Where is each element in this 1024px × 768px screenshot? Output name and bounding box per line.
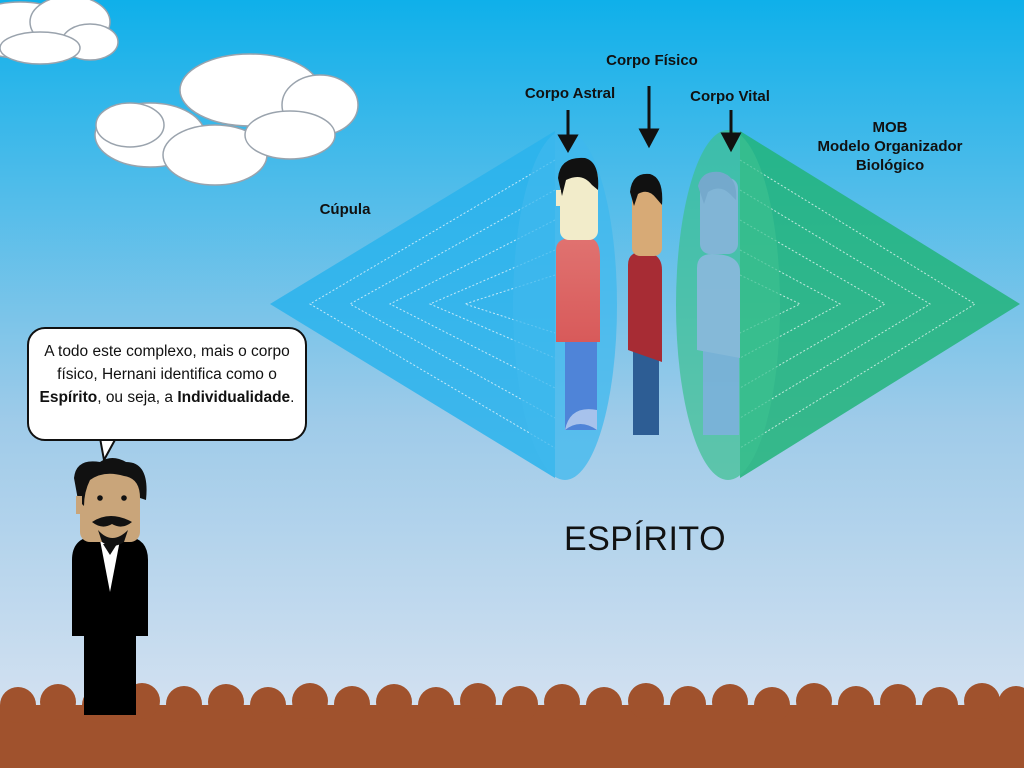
label-corpo-vital: Corpo Vital: [690, 88, 770, 105]
speech-bold-individualidade: Individualidade: [177, 389, 291, 406]
cloud-top-left: [0, 0, 119, 65]
ground: [0, 683, 1024, 768]
label-cupula: Cúpula: [319, 201, 371, 218]
label-mob: MOB Modelo Organizador Biológico: [796, 118, 984, 175]
vital-body-figure: [697, 171, 740, 435]
speech-text-part1: A todo este complexo, mais o corpo físic…: [44, 343, 290, 383]
label-mob-acronym: MOB: [872, 119, 908, 136]
arrow-corpo-vital: [720, 110, 742, 153]
arrow-corpo-astral: [557, 110, 579, 154]
cloud-left: [94, 53, 359, 186]
astral-body-figure: [556, 157, 600, 430]
cupula-shape: [270, 131, 556, 478]
speech-bubble: A todo este complexo, mais o corpo físic…: [27, 327, 307, 441]
speech-text-part2: , ou seja, a: [97, 389, 178, 406]
label-corpo-fisico: Corpo Físico: [606, 52, 698, 69]
speech-text-part3: .: [290, 389, 295, 406]
hernani-character: [72, 437, 148, 715]
label-corpo-astral: Corpo Astral: [524, 85, 616, 102]
label-mob-line2: Modelo Organizador: [817, 138, 963, 155]
label-mob-line3: Biológico: [855, 157, 925, 174]
speech-bold-espirito: Espírito: [39, 389, 98, 406]
arrow-corpo-fisico: [638, 86, 660, 149]
espirito-title: ESPÍRITO: [563, 520, 727, 558]
physical-body-figure: [628, 173, 663, 435]
